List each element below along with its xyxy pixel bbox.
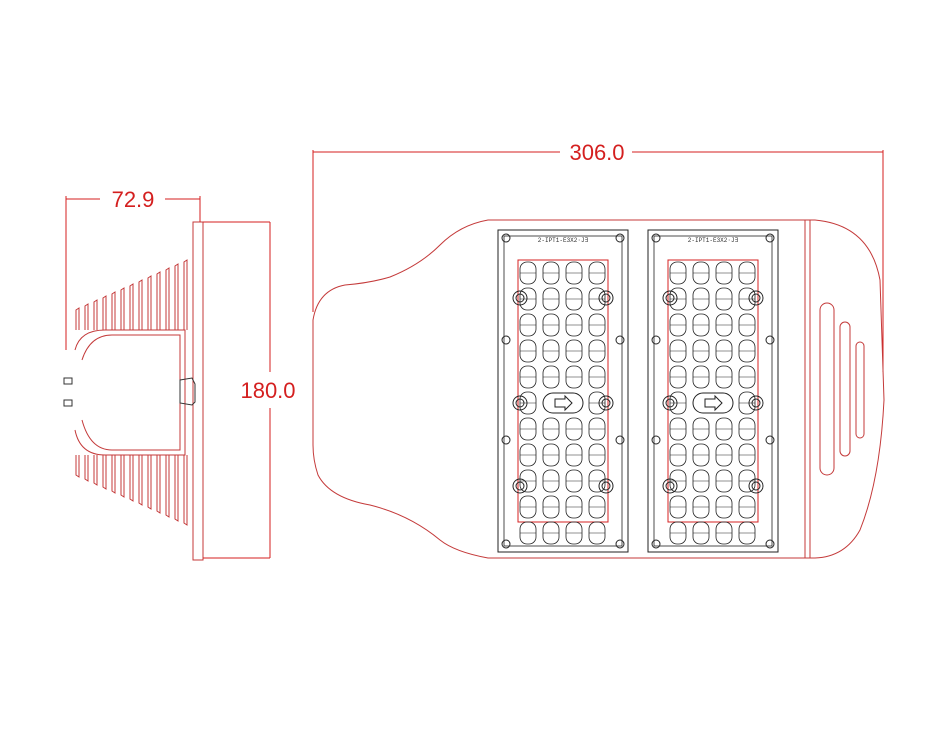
mounting-hole (765, 233, 775, 243)
module-inner-frame (503, 235, 623, 547)
side-left-nub-bottom (63, 399, 73, 407)
mounting-hole (615, 539, 625, 549)
mounting-hole (765, 435, 775, 445)
housing-outline (312, 219, 885, 559)
module-frame (647, 229, 779, 553)
upper-fin (138, 279, 143, 330)
module-label: 2-IPT1-E3X2·J∃ (538, 237, 588, 244)
mounting-hole (765, 539, 775, 549)
led-module: 2-IPT1-E3X2·J∃ (497, 229, 629, 553)
led-module: 2-IPT1-E3X2·J∃ (647, 229, 779, 553)
mounting-hole (501, 539, 511, 549)
lower-fin (102, 455, 107, 490)
lower-fin (111, 455, 116, 494)
lower-fin (147, 455, 152, 510)
vent-slot-1 (819, 302, 835, 476)
mounting-hole (615, 335, 625, 345)
lens-area (517, 259, 609, 523)
lens-area (667, 259, 759, 523)
led-modules: 2-IPT1-E3X2·J∃ 2-IPT1-E3X2·J∃ (497, 229, 779, 553)
top-view (312, 150, 885, 559)
connector-ring (748, 290, 764, 306)
length-dimension-label: 306.0 (569, 140, 624, 165)
side-body-inner-arch (81, 334, 181, 451)
lower-fin (183, 455, 188, 526)
connector-core (601, 398, 611, 408)
connector-ring (598, 395, 614, 411)
connector-ring (512, 290, 528, 306)
connector-ring (598, 290, 614, 306)
connector-ring (748, 395, 764, 411)
vent-slot-3 (855, 341, 865, 439)
upper-fin (102, 295, 107, 330)
connector-ring (662, 290, 678, 306)
mounting-hole (615, 435, 625, 445)
mounting-hole (651, 539, 661, 549)
connector-core (665, 398, 675, 408)
connector-core (515, 398, 525, 408)
connector-ring (662, 395, 678, 411)
side-body-arch (74, 329, 186, 456)
lower-fin (129, 455, 134, 502)
mounting-hole (651, 435, 661, 445)
connector-core (751, 398, 761, 408)
connector-core (665, 481, 675, 491)
connector-core (601, 481, 611, 491)
connector-ring (512, 478, 528, 494)
mounting-hole (501, 233, 511, 243)
connector-core (515, 293, 525, 303)
direction-badge (692, 392, 734, 414)
lower-fin (138, 455, 143, 506)
lower-fin (165, 455, 170, 518)
direction-arrow-icon (704, 394, 723, 412)
upper-fin (147, 275, 152, 330)
lower-fin (156, 455, 161, 514)
mounting-hole (651, 233, 661, 243)
direction-badge (542, 392, 584, 414)
height-dimension-label: 180.0 (240, 378, 295, 403)
mounting-hole (615, 233, 625, 243)
upper-fin (165, 267, 170, 330)
vent-slot-2 (839, 321, 851, 457)
side-view (63, 196, 271, 561)
connector-core (515, 481, 525, 491)
upper-fin (111, 291, 116, 330)
mounting-hole (501, 435, 511, 445)
depth-dimension-label: 72.9 (112, 187, 155, 212)
lower-fin (120, 455, 125, 498)
connector-core (665, 293, 675, 303)
upper-fin (75, 307, 80, 330)
connector-ring (662, 478, 678, 494)
lower-fin (84, 455, 89, 482)
module-inner-frame (653, 235, 773, 547)
side-left-nub-top (63, 377, 73, 385)
connector-core (751, 481, 761, 491)
upper-fin (156, 271, 161, 330)
connector-ring (512, 395, 528, 411)
mounting-hole (765, 335, 775, 345)
upper-fin (129, 283, 134, 330)
upper-fin (84, 303, 89, 330)
module-label: 2-IPT1-E3X2·J∃ (688, 237, 738, 244)
connector-core (751, 293, 761, 303)
lower-fin (93, 455, 98, 486)
upper-fin (183, 259, 188, 330)
upper-fin (174, 263, 179, 330)
mounting-hole (501, 335, 511, 345)
lower-fin (174, 455, 179, 522)
module-frame (497, 229, 629, 553)
connector-ring (598, 478, 614, 494)
upper-fin (93, 299, 98, 330)
direction-arrow-icon (554, 394, 573, 412)
upper-fin (120, 287, 125, 330)
side-mounting-plate (192, 221, 204, 561)
connector-core (601, 293, 611, 303)
lower-fin (75, 455, 80, 478)
side-fins (75, 259, 188, 526)
side-connector (179, 377, 196, 406)
connector-ring (748, 478, 764, 494)
mounting-hole (651, 335, 661, 345)
